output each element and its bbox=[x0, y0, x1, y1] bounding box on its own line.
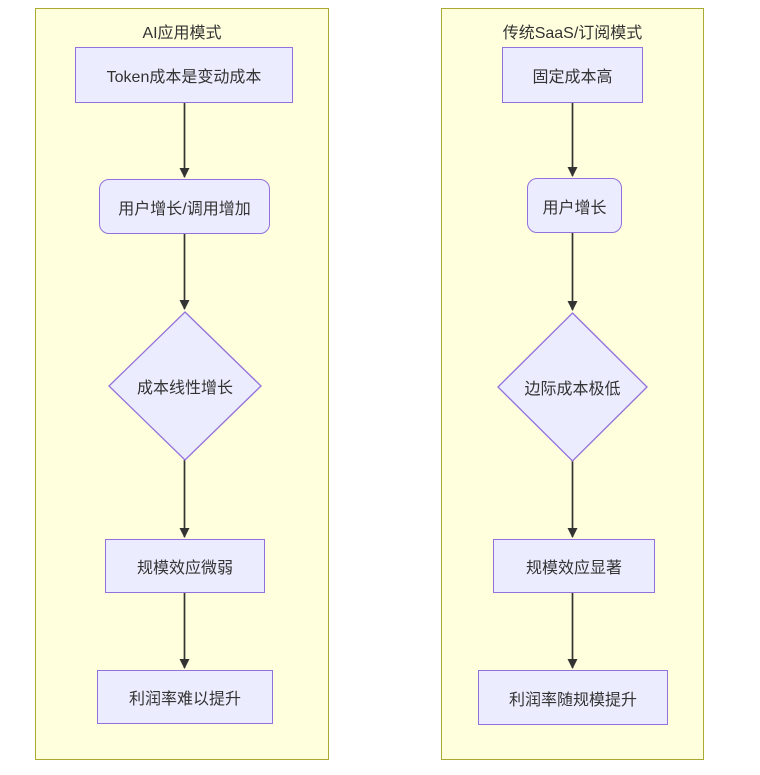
node-high-fixed-cost: 固定成本高 bbox=[502, 47, 643, 103]
node-label-low-marginal-cost: 边际成本极低 bbox=[524, 381, 621, 398]
node-label-profit-rises-with-scale: 利润率随规模提升 bbox=[508, 691, 637, 709]
node-label-weak-scale-effect: 规模效应微弱 bbox=[136, 560, 233, 577]
node-cost-linear-growth: 成本线性增长 bbox=[108, 311, 262, 461]
node-label-token-variable-cost: Token成本是变动成本 bbox=[106, 69, 262, 86]
node-significant-scale-effect: 规模效应显著 bbox=[493, 539, 655, 593]
diamond-shape-icon bbox=[108, 311, 262, 461]
node-weak-scale-effect: 规模效应微弱 bbox=[105, 539, 265, 593]
node-low-marginal-cost: 边际成本极低 bbox=[497, 312, 648, 462]
subgraph-title-ai-app-mode: AI应用模式 bbox=[142, 25, 222, 42]
node-profit-rises-with-scale: 利润率随规模提升 bbox=[478, 670, 668, 725]
subgraph-title-traditional-saas-mode: 传统SaaS/订阅模式 bbox=[502, 25, 643, 42]
node-user-growth: 用户增长 bbox=[527, 178, 622, 233]
node-label-profit-hard-to-improve: 利润率难以提升 bbox=[128, 691, 241, 708]
node-label-high-fixed-cost: 固定成本高 bbox=[532, 69, 613, 86]
node-label-significant-scale-effect: 规模效应显著 bbox=[525, 560, 622, 577]
node-profit-hard-to-improve: 利润率难以提升 bbox=[97, 670, 273, 724]
node-token-variable-cost: Token成本是变动成本 bbox=[75, 47, 293, 103]
node-label-cost-linear-growth: 成本线性增长 bbox=[136, 380, 233, 397]
node-label-user-growth-calls-increase: 用户增长/调用增加 bbox=[118, 200, 251, 218]
diamond-shape-icon bbox=[497, 312, 648, 462]
node-user-growth-calls-increase: 用户增长/调用增加 bbox=[99, 179, 270, 234]
node-label-user-growth: 用户增长 bbox=[542, 199, 607, 217]
